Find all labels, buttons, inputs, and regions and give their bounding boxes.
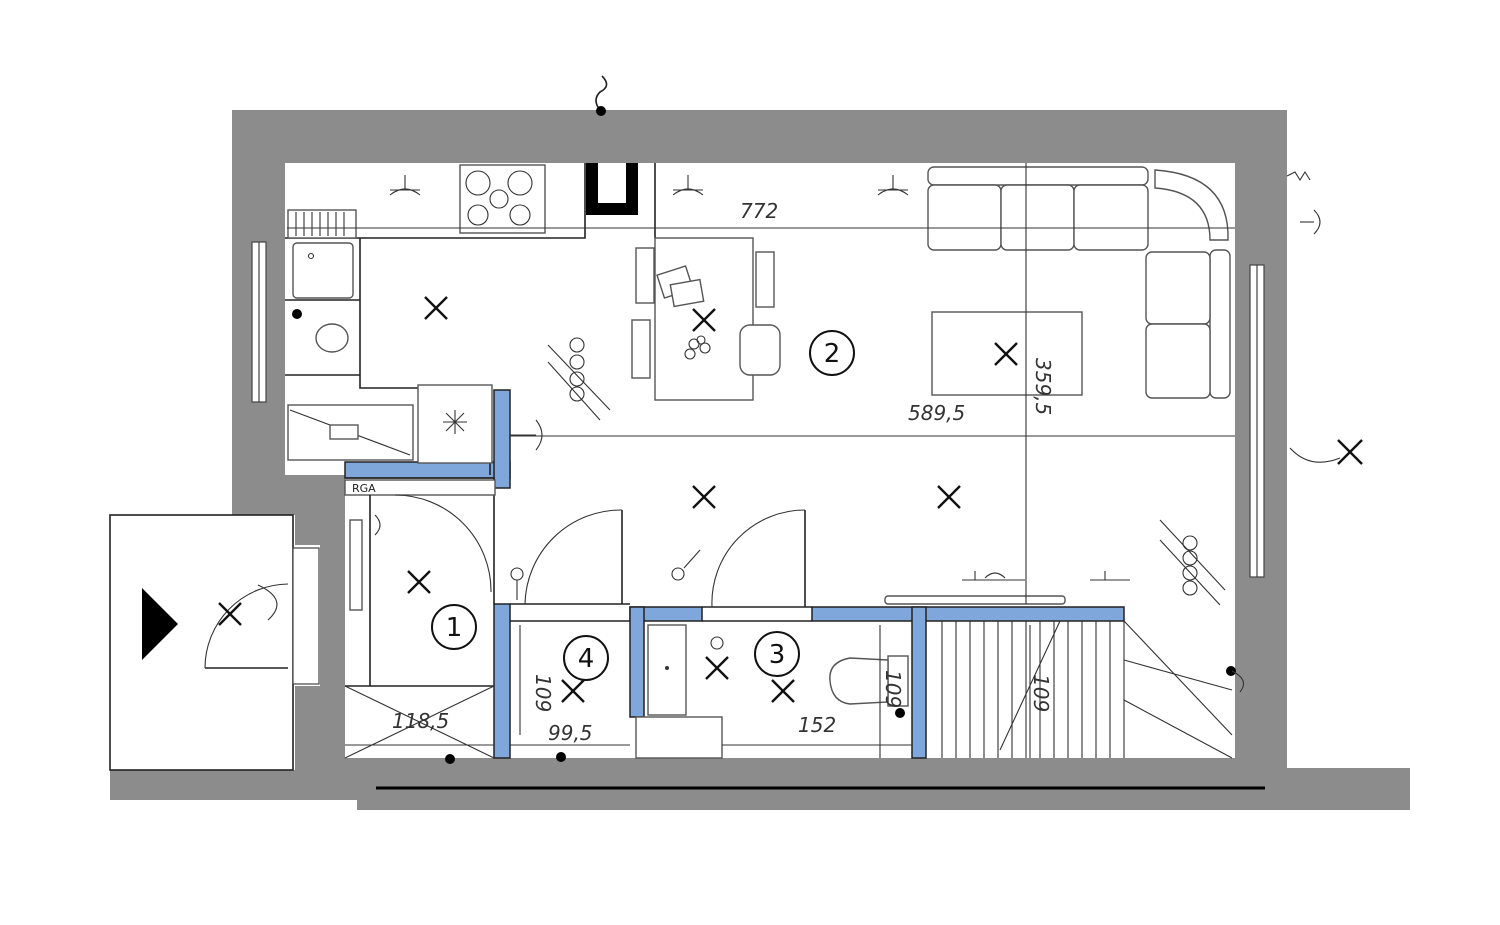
antenna-icon — [1286, 170, 1311, 182]
external-cable-top — [595, 75, 608, 111]
dim-closet-depth: 109 — [531, 674, 555, 712]
socket-icon — [962, 571, 1025, 581]
socket-icon — [672, 175, 704, 196]
outer-walls — [109, 110, 1410, 810]
svg-text:4: 4 — [578, 644, 595, 674]
switch-icon — [374, 514, 381, 536]
dim-wc-width: 152 — [798, 713, 836, 737]
main-wall-mass — [110, 110, 1410, 810]
light-x-icon — [705, 656, 729, 680]
electrical-symbols — [374, 75, 1341, 764]
dimension-lines — [287, 163, 1235, 758]
chair-3 — [755, 251, 775, 308]
stair-cable — [1231, 670, 1245, 693]
living — [884, 166, 1231, 605]
svg-text:2: 2 — [824, 339, 841, 369]
partition-kitchen-right — [493, 389, 511, 489]
partition-kitchen-hall — [344, 461, 511, 479]
dish-rack — [287, 209, 357, 239]
cooktop — [329, 424, 359, 440]
wc — [647, 624, 909, 718]
sofa-side-back — [1209, 249, 1231, 399]
hall-bench — [349, 519, 363, 611]
svg-text:1: 1 — [446, 613, 463, 643]
switch-icon — [510, 419, 543, 451]
stove — [459, 164, 546, 234]
light-x-icon — [1337, 439, 1363, 465]
light-marks — [218, 296, 1363, 703]
dim-wc-depth: 109 — [881, 670, 905, 708]
room-number-1: 1 — [431, 604, 477, 650]
external-lamp-cable — [1289, 447, 1341, 463]
kitchen — [285, 163, 638, 475]
light-x-icon — [692, 485, 716, 509]
partition-hall-closet — [493, 603, 511, 759]
partition-closet-wc — [629, 606, 645, 718]
dim-closet-width: 99,5 — [548, 721, 593, 745]
wc-shelf — [635, 716, 723, 759]
stairs — [941, 620, 1233, 759]
hall-cabinet-label: RGA — [352, 482, 376, 495]
kitchen-sink — [292, 242, 354, 299]
partitions — [344, 389, 1125, 759]
light-x-icon — [937, 485, 961, 509]
room-number-4: 4 — [563, 635, 609, 681]
toilet-bowl — [829, 657, 889, 705]
socket-icon — [389, 175, 421, 196]
kitchen-basin — [315, 323, 349, 353]
armchair — [739, 324, 781, 376]
socket-icon — [877, 175, 909, 196]
switch-group-icon — [1159, 519, 1226, 606]
room-number-3: 3 — [754, 631, 800, 677]
entry-vestibule — [109, 514, 294, 771]
chair-1 — [635, 247, 655, 304]
light-x-icon — [424, 296, 448, 320]
sofa-corner — [1154, 169, 1229, 241]
entry-door-frame — [292, 547, 320, 685]
socket-icon — [1090, 571, 1130, 581]
wall-lamp-icon — [671, 549, 701, 581]
chair-2 — [631, 319, 651, 379]
switch-group-icon — [547, 337, 611, 421]
partition-wc-stairs-top — [811, 606, 1125, 622]
dim-living-inner: 589,5 — [908, 401, 965, 425]
hall-cabinet — [344, 479, 496, 496]
interior-lines: RGA — [344, 477, 812, 759]
dim-stair-depth: 109 — [1029, 674, 1053, 712]
doors — [204, 494, 806, 759]
wall-lamp-icon — [510, 567, 524, 600]
dim-hall-width: 118,5 — [392, 709, 449, 733]
room-number-2: 2 — [809, 330, 855, 376]
light-x-icon — [994, 342, 1018, 366]
tv-stand — [884, 595, 1066, 605]
entry-arrow-icon — [142, 588, 178, 660]
light-x-icon — [561, 679, 585, 703]
light-x-icon — [218, 602, 242, 626]
svg-text:3: 3 — [769, 640, 786, 670]
light-x-icon — [771, 679, 795, 703]
fridge-fan-icon — [443, 410, 467, 434]
dim-living-width: 772 — [740, 199, 778, 223]
sofa-back — [927, 166, 1149, 186]
light-x-icon — [692, 308, 716, 332]
power-outlet — [292, 309, 302, 319]
switch-icon — [1300, 209, 1321, 235]
dim-living-depth: 359,5 — [1031, 358, 1055, 415]
partition-wc-stairs — [911, 606, 927, 759]
light-x-icon — [407, 570, 431, 594]
